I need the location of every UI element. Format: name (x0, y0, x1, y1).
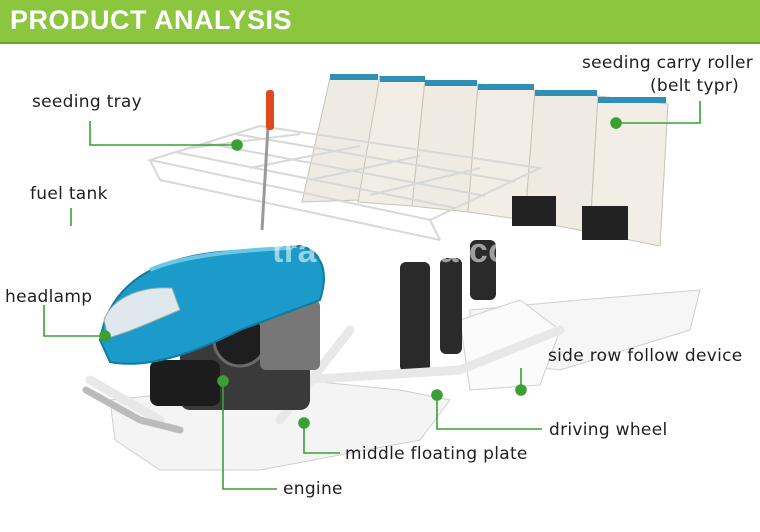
label-seeding-carry-roller: seeding carry roller (582, 53, 754, 73)
label-middle-floating-plate: middle floating plate (345, 444, 528, 464)
header-divider (0, 42, 760, 44)
label-seeding-tray: seeding tray (32, 92, 142, 112)
rice-transplanter-illustration (43, 74, 701, 490)
red-lever-handle (266, 90, 274, 130)
label-fuel-tank: fuel tank (30, 184, 108, 204)
page-title: PRODUCT ANALYSIS (10, 5, 293, 35)
leader-lines (43, 101, 701, 490)
planting-arms (400, 240, 496, 372)
watermark: trade.china.com (272, 232, 541, 270)
label-side-row-follow-device: side row follow device (548, 346, 743, 366)
headlamp-shape (103, 287, 181, 339)
wire-basket (146, 124, 544, 241)
label-headlamp: headlamp (5, 287, 93, 307)
label-belt-type: (belt typr) (650, 76, 740, 96)
label-driving-wheel: driving wheel (549, 420, 668, 440)
fuel-tank-hood (98, 244, 325, 365)
header-banner: PRODUCT ANALYSIS (0, 0, 760, 42)
seeding-tray-panels (301, 74, 669, 247)
label-engine: engine (283, 479, 343, 499)
